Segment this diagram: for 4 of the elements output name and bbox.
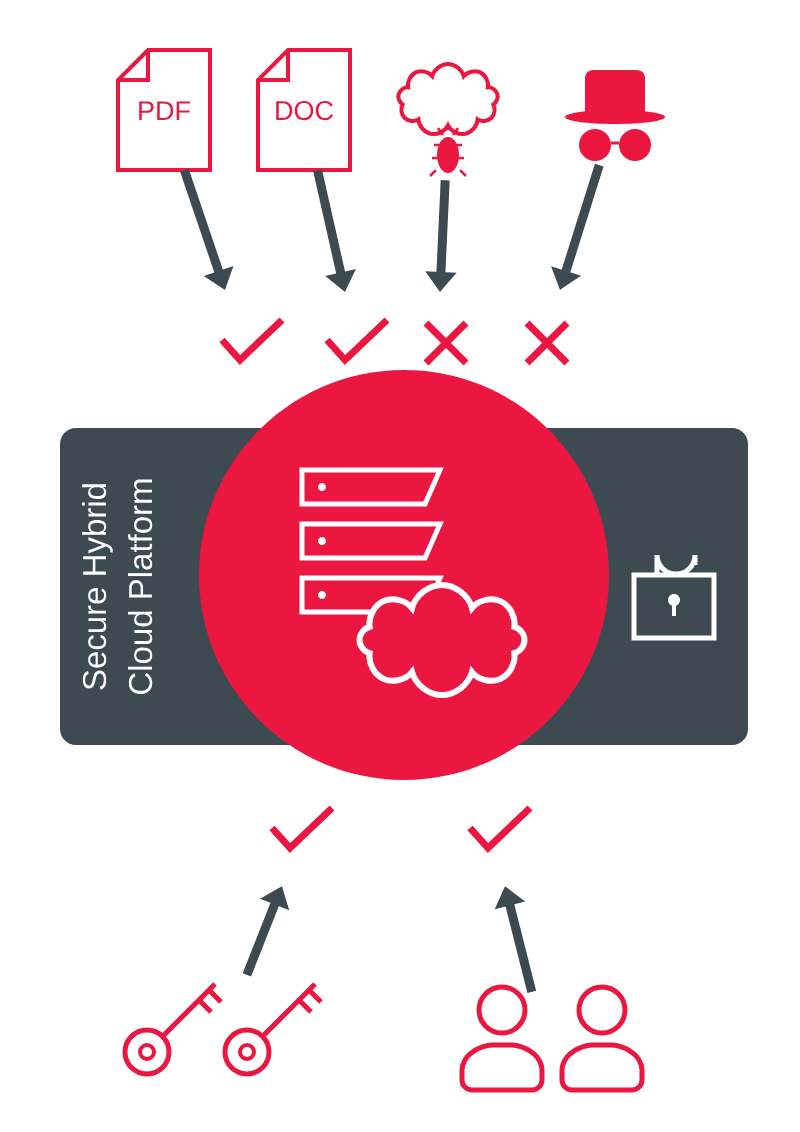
people-icon — [459, 984, 645, 1093]
cloud-bug-icon — [396, 62, 500, 178]
spy-icon — [565, 70, 665, 161]
keys-icon — [122, 981, 324, 1077]
